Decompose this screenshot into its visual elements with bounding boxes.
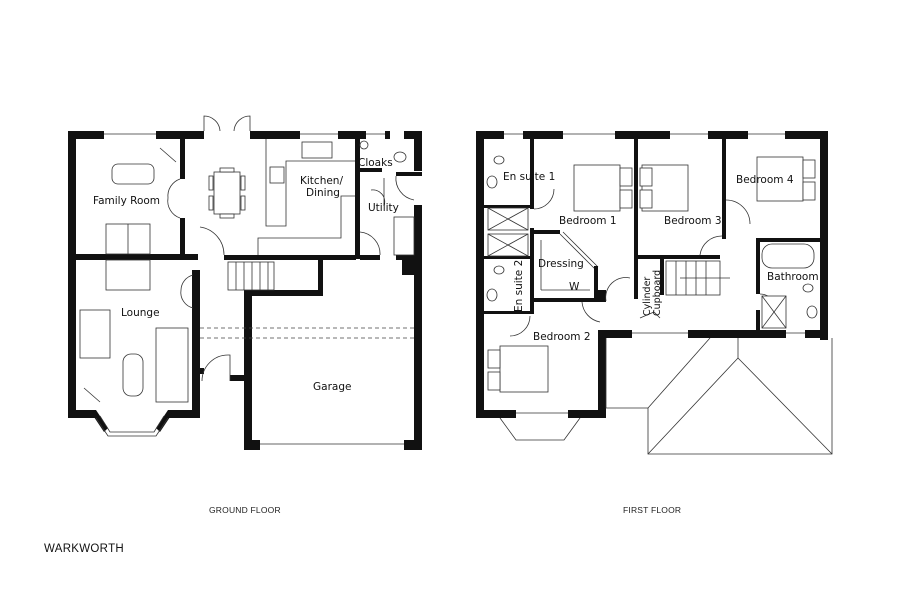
room-label-garage: Garage xyxy=(313,381,351,393)
room-label-bedroom-1: Bedroom 1 xyxy=(559,215,617,227)
room-label-cloaks: Cloaks xyxy=(358,157,393,169)
room-label-cupboard: Cupboard xyxy=(652,270,663,316)
room-label-kitchen-dining-2: Dining xyxy=(306,187,340,199)
ground-floor-caption: GROUND FLOOR xyxy=(209,505,281,515)
room-label-en-suite-1: En suite 1 xyxy=(503,171,555,183)
room-label-bedroom-2: Bedroom 2 xyxy=(533,331,591,343)
room-label-en-suite-2: En suite 2 xyxy=(513,260,525,312)
room-label-wardrobe: W xyxy=(569,281,580,293)
room-label-utility: Utility xyxy=(368,202,399,214)
room-label-lounge: Lounge xyxy=(121,307,160,319)
ground-floor-plan xyxy=(68,115,422,450)
plan-title: WARKWORTH xyxy=(44,543,124,555)
room-label-cylinder: Cylinder xyxy=(642,277,653,316)
room-label-bedroom-4: Bedroom 4 xyxy=(736,174,794,186)
room-label-kitchen-dining: Kitchen/ xyxy=(300,175,343,187)
first-floor-plan xyxy=(476,131,833,455)
room-label-bedroom-3: Bedroom 3 xyxy=(664,215,722,227)
room-label-bathroom: Bathroom xyxy=(767,271,819,283)
first-floor-caption: FIRST FLOOR xyxy=(623,505,682,515)
room-label-dressing: Dressing xyxy=(538,258,584,270)
room-label-family-room: Family Room xyxy=(93,195,160,207)
